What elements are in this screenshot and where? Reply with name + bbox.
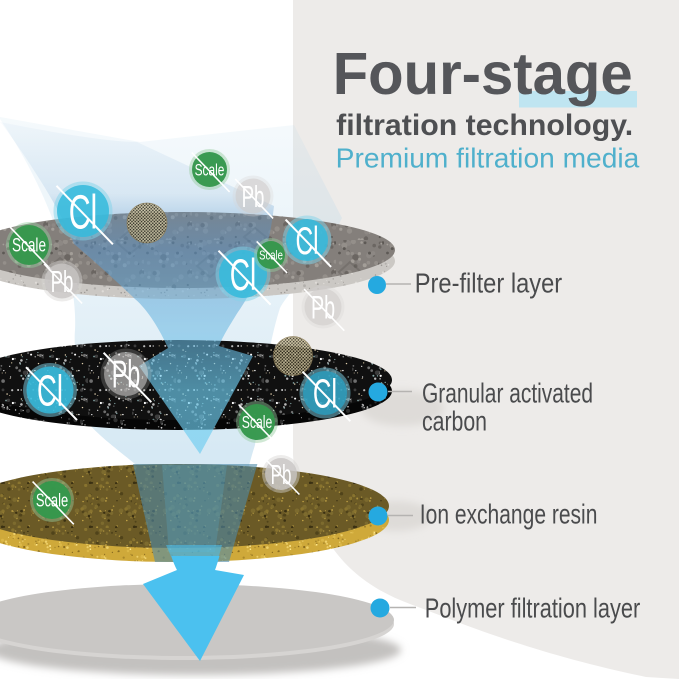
svg-text:Pb: Pb (311, 290, 335, 326)
svg-text:Scale: Scale (242, 413, 273, 432)
svg-text:Scale: Scale (36, 490, 68, 510)
svg-text:filtration technology.: filtration technology. (336, 109, 633, 142)
svg-text:Granular activated: Granular activated (422, 378, 593, 409)
svg-text:Polymer filtration layer: Polymer filtration layer (425, 593, 640, 624)
svg-text:Scale: Scale (195, 160, 225, 179)
svg-text:carbon: carbon (422, 406, 487, 437)
svg-text:Premium filtration media: Premium filtration media (336, 142, 640, 173)
svg-text:Four-stage: Four-stage (333, 41, 633, 107)
svg-text:Pre-filter layer: Pre-filter layer (415, 268, 563, 299)
svg-text:Ion exchange resin: Ion exchange resin (420, 499, 598, 530)
